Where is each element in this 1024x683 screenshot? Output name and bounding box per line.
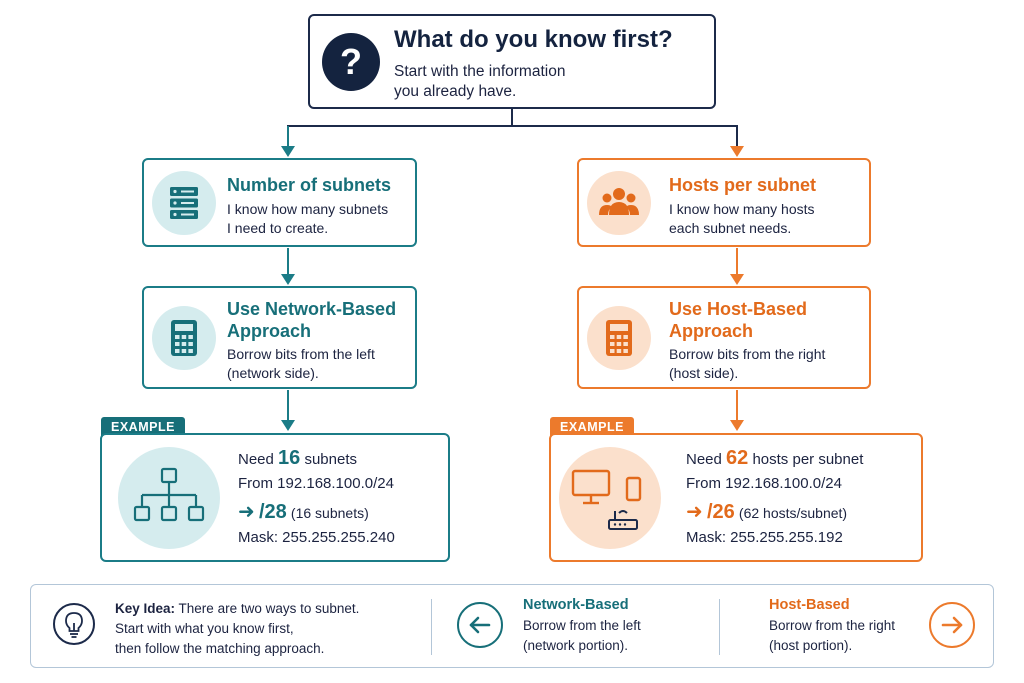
- box-text: I know how many subnets I need to create…: [227, 200, 388, 238]
- text-line: (host side).: [669, 365, 739, 381]
- box-text: Borrow bits from the right (host side).: [669, 345, 825, 383]
- box-title: Hosts per subnet: [669, 175, 817, 195]
- text-line: I need to create.: [227, 220, 329, 236]
- text-line: Borrow from the left: [523, 618, 641, 633]
- number-of-subnets-box: Number of subnets I know how many subnet…: [142, 158, 417, 247]
- subtitle-line: you already have.: [394, 83, 517, 100]
- key-idea-label: Key Idea:: [115, 601, 176, 616]
- network-based-legend: Network-Based Borrow from the left (netw…: [523, 595, 641, 656]
- question-subtitle: Start with the information you already h…: [394, 62, 654, 102]
- title-line: Use Network-Based: [227, 299, 397, 319]
- example-tag: EXAMPLE: [101, 417, 185, 438]
- box-title: Number of subnets: [227, 175, 392, 195]
- question-icon: ?: [322, 33, 380, 91]
- text-line: Borrow bits from the right: [669, 346, 826, 362]
- example-result-line: ➜ /28 (16 subnets): [238, 499, 369, 524]
- text-line: I know how many subnets: [227, 201, 389, 217]
- key-idea-text: Key Idea: There are two ways to subnet. …: [115, 599, 359, 659]
- calculator-icon: [152, 306, 216, 370]
- example-mask: Mask: 255.255.255.240: [238, 529, 395, 546]
- host-example-box: Need 62 hosts per subnet From 192.168.10…: [549, 433, 923, 562]
- title-line: Approach: [669, 321, 754, 341]
- text-line: I know how many hosts: [669, 201, 815, 217]
- result-prefix: /28: [258, 501, 287, 523]
- text-line: Start with what you know first,: [115, 621, 294, 636]
- question-title: What do you know first?: [394, 26, 673, 53]
- need-prefix: Need: [238, 451, 274, 468]
- example-from: From 192.168.100.0/24: [686, 475, 842, 492]
- arrow-right-icon: [929, 602, 975, 648]
- text-line: Borrow bits from the left: [227, 346, 375, 362]
- need-value: 16: [278, 447, 301, 469]
- title-line: Use Host-Based: [669, 299, 808, 319]
- text-line: each subnet needs.: [669, 220, 792, 236]
- title-line: Approach: [227, 321, 312, 341]
- text-line: (network side).: [227, 365, 319, 381]
- arrowhead: [281, 274, 295, 285]
- arrow-left-icon: [457, 602, 503, 648]
- example-from: From 192.168.100.0/24: [238, 475, 394, 492]
- network-hierarchy-icon: [118, 447, 220, 549]
- box-title: Use Host-Based Approach: [669, 298, 807, 342]
- text-line: (network portion).: [523, 638, 629, 653]
- arrowhead: [281, 146, 295, 157]
- devices-icon: [559, 447, 661, 549]
- text-line: Borrow from the right: [769, 618, 896, 633]
- calculator-icon: [587, 306, 651, 370]
- example-need-line: Need 16 subnets: [238, 447, 357, 470]
- host-based-legend: Host-Based Borrow from the right (host p…: [769, 595, 895, 656]
- result-note: (16 subnets): [290, 505, 369, 521]
- network-based-approach-box: Use Network-Based Approach Borrow bits f…: [142, 286, 417, 389]
- divider: [719, 599, 720, 655]
- result-prefix: /26: [706, 501, 735, 523]
- arrowhead: [730, 146, 744, 157]
- arrowhead: [730, 420, 744, 431]
- key-idea-line1: There are two ways to subnet.: [178, 601, 360, 616]
- need-suffix: hosts per subnet: [752, 451, 864, 468]
- box-title: Use Network-Based Approach: [227, 298, 396, 342]
- legend-title: Network-Based: [523, 597, 629, 613]
- arrowhead: [730, 274, 744, 285]
- arrowhead: [281, 420, 295, 431]
- hosts-per-subnet-box: Hosts per subnet I know how many hosts e…: [577, 158, 871, 247]
- example-result-line: ➜ /26 (62 hosts/subnet): [686, 499, 847, 524]
- text-line: Key Idea: There are two ways to subnet.: [115, 599, 359, 619]
- arrow-right-icon: ➜: [686, 501, 703, 523]
- network-example-box: Need 16 subnets From 192.168.100.0/24 ➜ …: [100, 433, 450, 562]
- divider: [431, 599, 432, 655]
- arrow-right-icon: ➜: [238, 501, 255, 523]
- need-prefix: Need: [686, 451, 722, 468]
- users-group-icon: [587, 171, 651, 235]
- subtitle-line: Start with the information: [394, 63, 566, 80]
- question-box: ? What do you know first? Start with the…: [308, 14, 716, 109]
- example-need-line: Need 62 hosts per subnet: [686, 447, 863, 470]
- result-note: (62 hosts/subnet): [738, 505, 848, 521]
- text-line: then follow the matching approach.: [115, 641, 325, 656]
- server-stack-icon: [152, 171, 216, 235]
- text-line: (host portion).: [769, 638, 853, 653]
- key-idea-bar: Key Idea: There are two ways to subnet. …: [30, 584, 994, 668]
- need-value: 62: [726, 447, 749, 469]
- example-tag: EXAMPLE: [550, 417, 634, 438]
- lightbulb-icon: [53, 603, 95, 645]
- box-text: Borrow bits from the left (network side)…: [227, 345, 375, 383]
- legend-title: Host-Based: [769, 597, 850, 613]
- example-mask: Mask: 255.255.255.192: [686, 529, 843, 546]
- need-suffix: subnets: [304, 451, 357, 468]
- host-based-approach-box: Use Host-Based Approach Borrow bits from…: [577, 286, 871, 389]
- box-text: I know how many hosts each subnet needs.: [669, 200, 815, 238]
